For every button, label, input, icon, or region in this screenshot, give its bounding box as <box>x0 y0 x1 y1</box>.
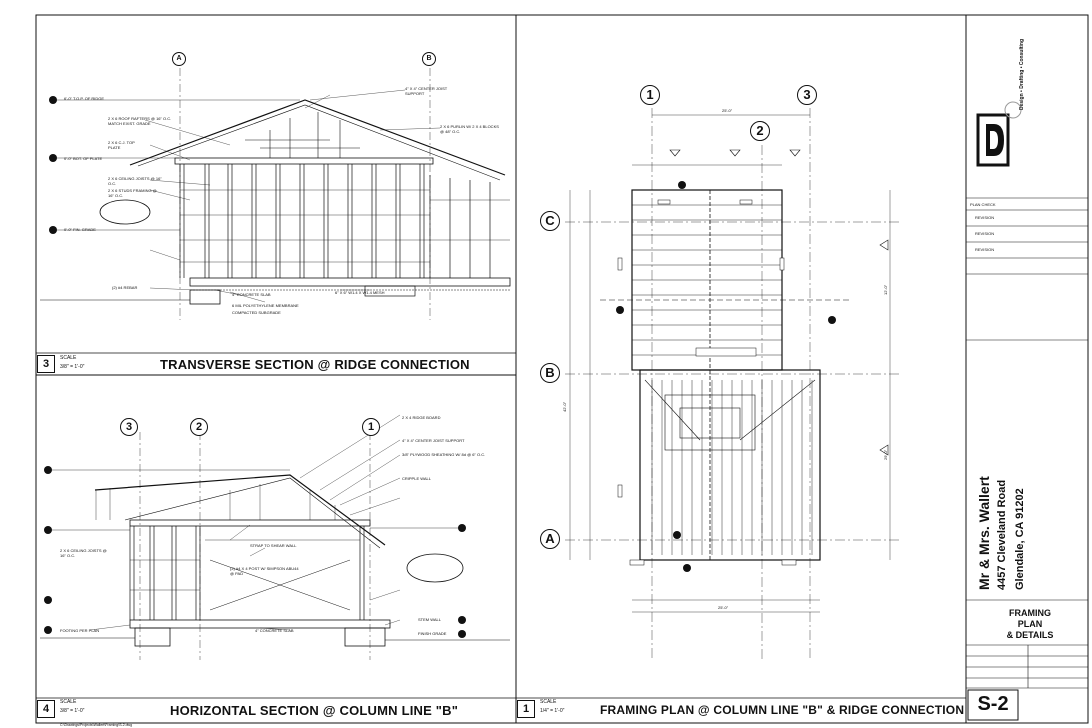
plan-dim-left: 42'-0" <box>562 401 567 412</box>
note-s3-fin-grade: 0'-0" FIN. GRADE <box>64 227 96 232</box>
note-s3-mesh: 6" X 6" W1.4 X W1.4 MESH <box>335 290 385 295</box>
note-s4-stem-wall: STEM WALL <box>418 617 441 622</box>
note-s3-rafters: 2 X 6 ROOF RAFTERS @ 16" O.C. MATCH EXIS… <box>108 116 172 126</box>
note-s4-finish-grade: FINISH GRADE <box>418 631 447 636</box>
note-s4-strap: STRAP TO SHEAR WALL <box>250 543 297 548</box>
grid-bubble-section3-b: B <box>422 52 436 66</box>
title-block-linework <box>966 197 1088 689</box>
grid-bubble-plan-c: C <box>540 211 560 231</box>
grid-bubble-section3-a: A <box>172 52 186 66</box>
revision-row-4: REVISION <box>975 247 995 252</box>
company-logo <box>976 101 1022 167</box>
sheet-title-line-2: PLAN <box>1017 619 1043 629</box>
note-s4-ridge-board: 2 X 4 RIDGE BOARD <box>402 415 441 420</box>
client-city: Glendale, CA 91202 <box>1014 488 1026 590</box>
note-s3-purlin: 2 X 6 PURLIN W/ 2 X 4 BLOCKS @ 48" O.C. <box>440 124 499 134</box>
detail-4-scale-value: 3/8" = 1'-0" <box>60 708 85 714</box>
detail-4-title: HORIZONTAL SECTION @ COLUMN LINE "B" <box>170 703 459 718</box>
sheet-number: S-2 <box>977 693 1009 715</box>
grid-bubble-plan-2: 2 <box>750 121 770 141</box>
grid-bubble-plan-3: 3 <box>797 85 817 105</box>
plan-dim-right-upper: 12'-0" <box>883 284 888 295</box>
note-s3-subgrade: COMPACTED SUBGRADE <box>232 310 281 315</box>
framing-plan-drawing <box>565 108 900 660</box>
note-s4-footing: FOOTING PER PLAN <box>60 628 100 633</box>
revision-row-2: REVISION <box>975 215 995 220</box>
note-s4-center-joist: 4" X 4" CENTER JOIST SUPPORT <box>402 438 465 443</box>
client-address: 4457 Cleveland Road <box>996 479 1008 590</box>
note-s3-ridge: 6'-0" T.O.P. OF RIDGE <box>64 96 105 101</box>
section-3-drawing <box>40 68 511 320</box>
grid-bubble-section4-1: 1 <box>362 418 380 436</box>
note-s3-rebar: (2) #4 REBAR <box>112 285 138 290</box>
grid-bubble-plan-b: B <box>540 363 560 383</box>
detail-3-number: 3 <box>37 355 55 373</box>
note-s4-post: (2) #4 X 4 POST W/ SIMPSON ABU44 @ PAD <box>230 566 299 576</box>
footer-path: C:\Drawings\Projects\Wallert\Framing\S-2… <box>60 723 133 727</box>
detail-1-scale-value: 1/4" = 1'-0" <box>540 708 565 714</box>
revision-row-1: PLAN CHECK <box>970 202 996 207</box>
detail-3-title: TRANSVERSE SECTION @ RIDGE CONNECTION <box>160 357 470 372</box>
client-name: Mr & Mrs. Wallert <box>976 476 992 590</box>
revision-row-3: REVISION <box>975 231 995 236</box>
note-s4-cripple: CRIPPLE WALL <box>402 476 431 481</box>
note-s4-ceiling-joists: 2 X 6 CEILING JOISTS @ 16" O.C. <box>60 548 107 558</box>
note-s4-slab: 4" CONCRETE SLAB <box>255 628 294 633</box>
note-s3-bot-plate: 0'-0" BOT. OF PLATE <box>64 156 103 161</box>
note-s3-center-joist: 4" X 4" CENTER JOIST SUPPORT <box>405 86 448 96</box>
detail-3-scale-value: 3/8" = 1'-0" <box>60 364 85 370</box>
detail-4-scale-label: SCALE <box>60 699 77 705</box>
detail-1-scale-label: SCALE <box>540 699 557 705</box>
plan-dim-right-lower: 29'-0" <box>883 449 888 460</box>
grid-bubble-plan-1: 1 <box>640 85 660 105</box>
sheet-title-line-1: FRAMING <box>1009 608 1051 618</box>
note-s3-membrane: 6 MIL POLYETHYLENE MEMBRANE <box>232 303 299 308</box>
sheet-title-line-3: & DETAILS <box>1006 630 1054 640</box>
detail-3-scale-label: SCALE <box>60 355 77 361</box>
plan-dim-top: 25'-0" <box>722 108 733 113</box>
note-s4-sheathing: 3/8" PLYWOOD SHEATHING W/ 8d @ 6" O.C. <box>402 452 486 457</box>
grid-bubble-section4-2: 2 <box>190 418 208 436</box>
detail-1-number: 1 <box>517 700 535 718</box>
note-s3-studs: 2 X 6 STUDS FRAMING @ 16" O.C. <box>108 188 157 198</box>
plan-dim-bottom: 25'-0" <box>718 605 729 610</box>
note-s3-cj: 2 X 6 C.J. TOP PLATE <box>108 140 135 150</box>
detail-4-number: 4 <box>37 700 55 718</box>
grid-bubble-section4-3: 3 <box>120 418 138 436</box>
note-s3-ceiling-joists: 2 X 6 CEILING JOISTS @ 16" O.C. <box>108 176 162 186</box>
grid-bubble-plan-a: A <box>540 529 560 549</box>
company-tagline: Design • Drafting • Consulting <box>1019 39 1025 110</box>
detail-1-title: FRAMING PLAN @ COLUMN LINE "B" & RIDGE C… <box>600 703 965 717</box>
note-s3-slab: 4" CONCRETE SLAB <box>232 292 271 297</box>
section-4-drawing <box>40 414 510 660</box>
